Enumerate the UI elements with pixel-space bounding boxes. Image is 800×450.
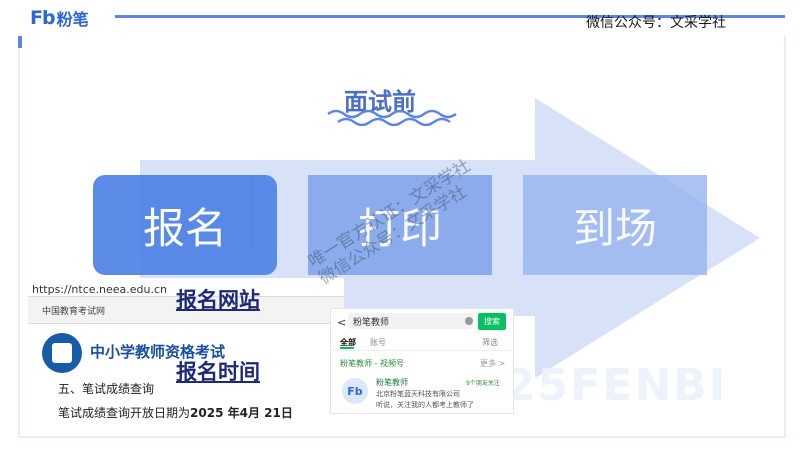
notice-prefix: 笔试成绩查询开放日期为 bbox=[58, 406, 191, 420]
fenbi-logo: Fb 粉笔 bbox=[30, 6, 89, 30]
logo-mark: Fb bbox=[30, 7, 56, 29]
label-registration-time: 报名时间 bbox=[176, 360, 260, 384]
search-input bbox=[348, 313, 474, 329]
notice-date: 2025 年4月 21日 bbox=[190, 406, 293, 420]
search-query: 粉笔教师 bbox=[353, 318, 390, 328]
clear-icon bbox=[465, 317, 473, 325]
section-title: 粉笔教师 - 视频号 bbox=[340, 359, 404, 368]
background-watermark: 25FENBI bbox=[505, 360, 728, 411]
friends-count: 9个朋友关注 bbox=[466, 380, 500, 387]
header-divider bbox=[115, 15, 785, 18]
website-name: 中国教育考试网 bbox=[42, 307, 106, 317]
more-link: 更多 > bbox=[480, 359, 506, 368]
account-company: 北京粉笔蓝天科技有限公司 bbox=[376, 390, 460, 398]
website-url: https://ntce.neea.edu.cn bbox=[32, 283, 168, 296]
website-nav-bar bbox=[28, 296, 344, 324]
wechat-account-label: 微信公众号：文采学社 bbox=[586, 15, 726, 31]
search-button: 搜索 bbox=[478, 313, 506, 330]
account-name: 粉笔教师 bbox=[376, 378, 408, 387]
logo-text: 粉笔 bbox=[56, 10, 89, 29]
step-register: 报名 bbox=[93, 175, 277, 275]
tab-account: 账号 bbox=[370, 338, 386, 347]
notice-heading: 五、笔试成绩查询 bbox=[58, 382, 155, 396]
divider bbox=[330, 350, 512, 351]
frame-accent bbox=[18, 36, 22, 48]
back-icon: < bbox=[337, 316, 347, 329]
step-print: 打印 bbox=[308, 175, 492, 275]
filter-label: 筛选 bbox=[482, 338, 498, 347]
account-description: 听说，关注我的人都考上教师了 bbox=[376, 401, 474, 409]
tab-all: 全部 bbox=[340, 338, 356, 347]
book-icon bbox=[52, 343, 72, 363]
tab-indicator bbox=[340, 347, 354, 349]
notice-line: 笔试成绩查询开放日期为2025 年4月 21日 bbox=[58, 404, 293, 421]
wave-decoration bbox=[327, 109, 457, 126]
website-title: 中小学教师资格考试 bbox=[90, 343, 226, 361]
step-arrive: 到场 bbox=[523, 175, 707, 275]
account-avatar: Fb bbox=[342, 378, 368, 404]
slide-frame bbox=[18, 36, 786, 438]
label-registration-site: 报名网站 bbox=[176, 288, 260, 312]
